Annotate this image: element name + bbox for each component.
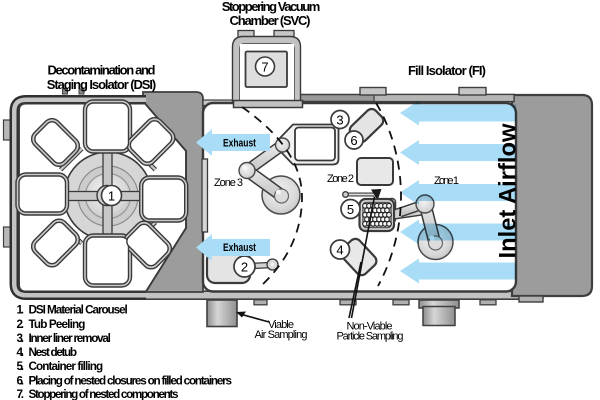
svg-text:Tub Peeling: Tub Peeling — [29, 318, 86, 331]
svg-text:Staging Isolator (DSI): Staging Isolator (DSI) — [47, 77, 156, 92]
svg-text:3.: 3. — [17, 332, 25, 345]
svg-text:Placing of nested closures on: Placing of nested closures on filled con… — [29, 374, 233, 387]
svg-text:Exhaust: Exhaust — [223, 242, 256, 254]
svg-text:Air Sampling: Air Sampling — [255, 329, 308, 341]
svg-text:Fill Isolator (FI): Fill Isolator (FI) — [408, 63, 486, 78]
svg-text:Zone 1: Zone 1 — [434, 175, 459, 187]
svg-text:2.: 2. — [17, 318, 25, 331]
svg-text:4.: 4. — [17, 346, 25, 359]
svg-text:7.: 7. — [17, 388, 25, 400]
svg-text:Decontamination and: Decontamination and — [48, 63, 156, 78]
svg-text:Nest detub: Nest detub — [29, 346, 78, 359]
svg-text:Non-Viable: Non-Viable — [347, 320, 393, 332]
svg-text:Stoppering Vacuum: Stoppering Vacuum — [222, 0, 321, 14]
svg-text:Exhaust: Exhaust — [223, 138, 256, 150]
svg-text:5: 5 — [347, 202, 354, 217]
svg-text:Particle Sampling: Particle Sampling — [337, 331, 404, 343]
svg-text:1: 1 — [108, 189, 115, 204]
svg-text:Chamber (SVC): Chamber (SVC) — [230, 13, 311, 28]
svg-text:5.: 5. — [17, 360, 25, 373]
svg-text:Inner liner removal: Inner liner removal — [29, 332, 111, 345]
svg-text:Stoppering of nested component: Stoppering of nested components — [29, 388, 179, 400]
svg-text:6: 6 — [350, 133, 357, 148]
svg-text:Zone 3: Zone 3 — [214, 177, 243, 189]
svg-text:DSI Material Carousel: DSI Material Carousel — [29, 304, 128, 317]
svg-text:2: 2 — [241, 260, 248, 275]
svg-text:Zone 2: Zone 2 — [327, 173, 354, 185]
svg-text:Viable: Viable — [268, 319, 294, 331]
svg-text:3: 3 — [336, 113, 343, 128]
svg-text:1.: 1. — [17, 304, 25, 317]
svg-text:Container filling: Container filling — [29, 360, 104, 373]
svg-text:7: 7 — [261, 60, 268, 75]
svg-text:Inlet Airflow: Inlet Airflow — [495, 123, 522, 258]
svg-text:6.: 6. — [17, 374, 25, 387]
svg-text:4: 4 — [336, 243, 343, 258]
